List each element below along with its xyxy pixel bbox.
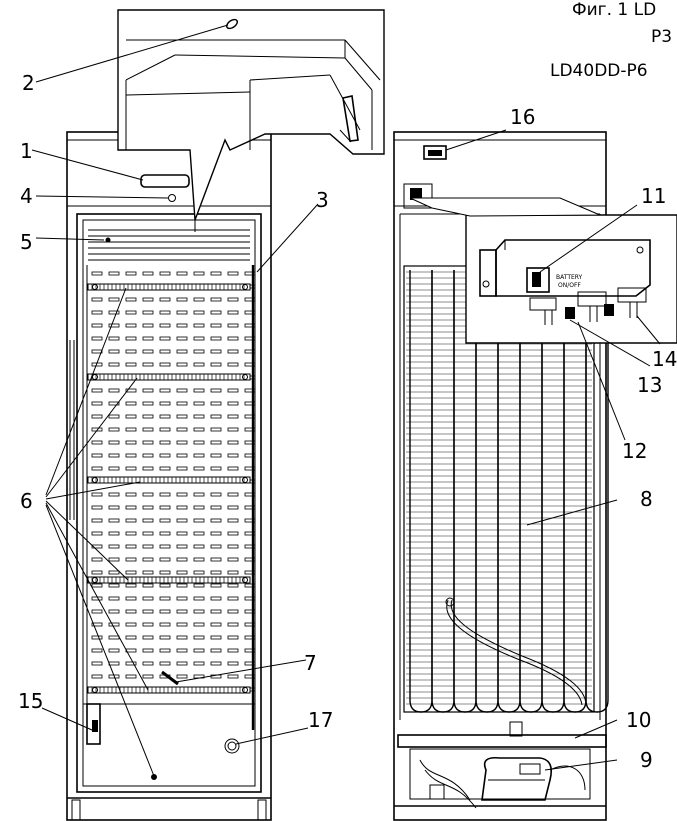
callout-17: 17 — [308, 708, 333, 732]
drain-port — [224, 738, 240, 754]
front-door-frame — [76, 213, 262, 793]
front-cabinet-outline — [66, 131, 272, 821]
callout-11: 11 — [641, 184, 666, 208]
drain-tray — [397, 734, 607, 748]
controller-inset: BATTERY ON/OFF — [409, 197, 677, 344]
callout-10: 10 — [626, 708, 651, 732]
battery-holder — [86, 703, 101, 745]
thermostat-knob — [168, 194, 176, 202]
caption-line-2: Р3 — [651, 27, 672, 47]
temperature-probe — [161, 670, 179, 686]
callout-14: 14 — [652, 347, 677, 371]
callout-9: 9 — [640, 748, 653, 772]
callout-5: 5 — [20, 230, 33, 254]
callout-7: 7 — [304, 651, 317, 675]
callout-1: 1 — [20, 139, 33, 163]
callout-numbers: 1 2 3 4 5 6 7 8 9 10 11 12 13 14 15 16 1… — [18, 71, 677, 772]
shelves — [87, 283, 251, 694]
callout-4: 4 — [20, 184, 33, 208]
connectors — [529, 287, 647, 325]
figure-caption: Фиг. 1 LD Р3 LD40DD-P6 — [550, 0, 672, 81]
callout-2: 2 — [22, 71, 35, 95]
light-box — [140, 174, 190, 188]
callout-3: 3 — [316, 188, 329, 212]
battery-label-line-1: BATTERY — [556, 274, 583, 281]
top-detail-inset — [117, 9, 385, 232]
callout-6: 6 — [20, 489, 33, 513]
battery-label-line-2: ON/OFF — [558, 282, 581, 289]
battery-switch — [526, 267, 550, 293]
callout-16: 16 — [510, 105, 535, 129]
evaporator-grille — [88, 229, 250, 261]
caption-line-3: LD40DD-P6 — [550, 61, 648, 81]
callout-12: 12 — [622, 439, 647, 463]
caption-line-1: Фиг. 1 LD — [572, 0, 656, 20]
callout-8: 8 — [640, 487, 653, 511]
front-view — [66, 131, 272, 821]
callout-13: 13 — [637, 373, 662, 397]
compressor — [419, 756, 586, 809]
rear-display — [423, 145, 447, 160]
callout-15: 15 — [18, 689, 43, 713]
leader-lines — [31, 24, 661, 777]
